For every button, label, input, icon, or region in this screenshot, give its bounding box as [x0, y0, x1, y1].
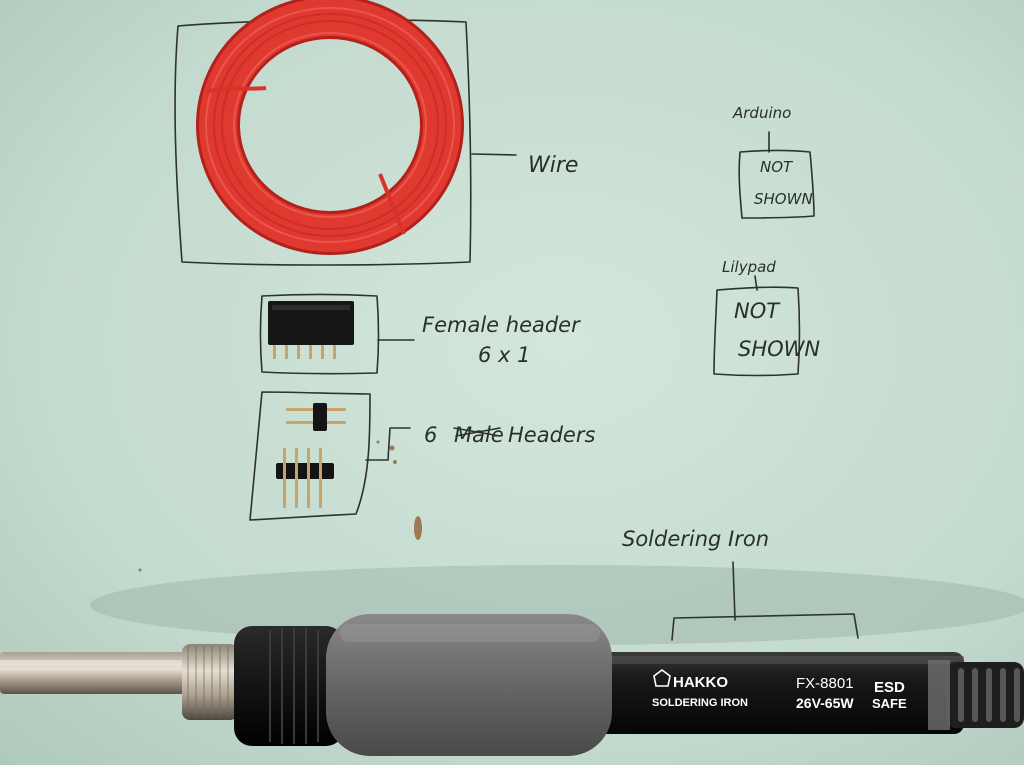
iron-brand-text: HAKKO — [673, 674, 728, 691]
arduino-box-outline — [738, 149, 815, 219]
iron-type-text: SOLDERING IRON — [652, 697, 748, 709]
male-headers-count-label: 6 — [424, 423, 437, 447]
female-header-size-label: 6 x 1 — [478, 343, 531, 367]
soldering-iron-bracket — [671, 613, 859, 641]
iron-tip-shaft — [0, 652, 192, 694]
lilypad-box-outline — [713, 286, 801, 377]
soldering-iron-label: Soldering Iron — [622, 527, 769, 551]
male-header-2pin-icon — [286, 403, 346, 431]
wire-label: Wire — [528, 153, 578, 178]
soldering-iron-leader-line — [732, 561, 736, 621]
iron-shadow — [90, 565, 1024, 645]
hakko-logo-icon — [653, 669, 671, 687]
male-headers-label: Headers — [508, 423, 595, 447]
male-headers-bracket — [365, 427, 411, 461]
iron-model-text: FX-8801 — [796, 675, 854, 692]
strike-through-scribble — [453, 427, 501, 437]
lilypad-label: Lilypad — [722, 258, 776, 276]
iron-collar — [234, 626, 344, 746]
arduino-label: Arduino — [732, 104, 791, 122]
lilypad-shown-label: SHOWN — [738, 337, 820, 361]
iron-cable-strain-relief — [946, 662, 1024, 728]
soldering-iron-icon — [0, 614, 1024, 756]
iron-safe-text: SAFE — [872, 696, 907, 711]
wire-leader-line — [471, 153, 517, 156]
iron-body — [560, 652, 964, 734]
iron-grip — [326, 614, 612, 756]
female-header-label: Female header — [422, 313, 581, 337]
lilypad-not-label: NOT — [734, 299, 781, 323]
arduino-not-label: NOT — [760, 158, 794, 176]
arduino-shown-label: SHOWN — [754, 190, 813, 208]
solder-stains — [138, 440, 422, 572]
iron-nut — [182, 644, 238, 720]
red-wire-spool-icon — [196, 0, 464, 255]
male-header-4pin-icon — [276, 448, 334, 508]
female-header-box-outline — [259, 293, 380, 375]
male-headers-box-outline — [249, 391, 371, 521]
iron-rating-text: 26V-65W — [796, 695, 854, 711]
iron-esd-text: ESD — [874, 679, 905, 696]
female-header-component-icon — [268, 301, 354, 359]
